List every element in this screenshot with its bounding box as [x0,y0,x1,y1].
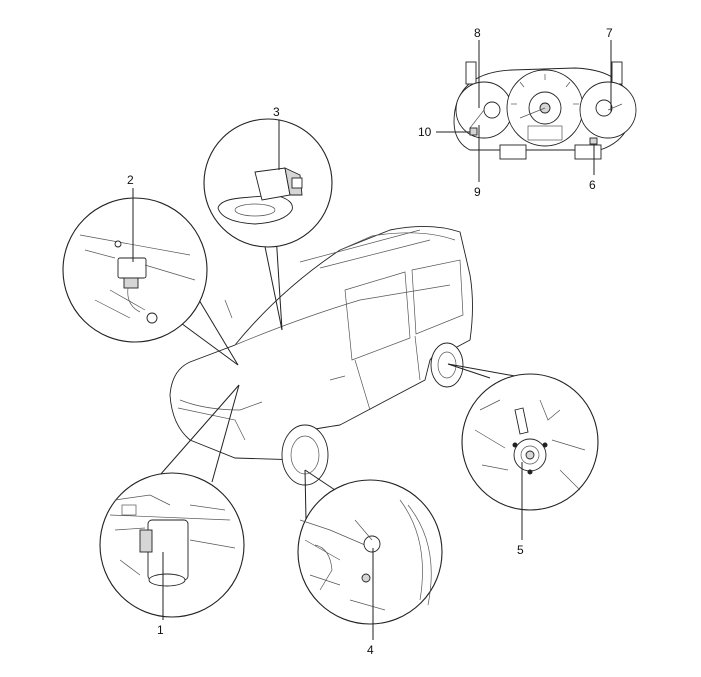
callout-1: 1 [157,623,164,637]
bubble-sensor-3 [203,118,333,331]
steering-sensor-icon [217,167,303,225]
callout-2: 2 [127,173,134,187]
bubble-module-2 [62,188,239,366]
bubble-hydraulic-unit [99,384,245,620]
bubble-front-wheel-sensor [297,469,443,640]
bubble-rear-wheel-sensor [447,363,599,540]
callout-10: 10 [418,125,432,139]
front-wheel-speed-sensor-icon [299,499,432,611]
callout-8: 8 [474,26,481,40]
suv-icon [169,225,473,486]
callout-4: 4 [367,643,374,657]
callout-6: 6 [589,178,596,192]
sensor-module-icon [79,234,196,324]
callout-7: 7 [606,26,613,40]
callout-5: 5 [517,543,524,557]
callout-3: 3 [273,105,280,119]
callout-9: 9 [474,185,481,199]
cluster-leaders [436,40,612,182]
hydraulic-control-unit-icon [109,494,236,587]
instrument-cluster-icon [453,61,637,160]
